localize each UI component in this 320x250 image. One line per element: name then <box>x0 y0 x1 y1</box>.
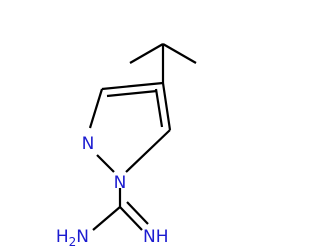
bond-c3-n2 <box>88 88 104 129</box>
bond-c4-c3-inner <box>106 89 158 98</box>
bond-amidine-carbon-nh-a <box>119 206 143 231</box>
bond-amidine-carbon-nh2 <box>92 206 121 231</box>
bond-isopropyl-right-methyl <box>162 43 197 64</box>
ring-nitrogen-label-top: N <box>82 134 95 154</box>
ring-nitrogen-label-bottom: N <box>114 173 127 193</box>
bond-n1-c5 <box>125 129 171 173</box>
bond-isopropyl-left-methyl <box>129 43 164 64</box>
bond-n2-n1 <box>96 154 115 173</box>
imine-nh-label: NH <box>143 227 169 247</box>
amine-nh2-label: H2N <box>56 227 89 249</box>
chemical-structure-diagram: N N H2N NH <box>56 43 197 249</box>
bond-amidine-carbon-nh-b <box>126 201 149 225</box>
bond-c4-c3 <box>101 81 164 91</box>
bond-c5-c4-inner <box>154 88 164 128</box>
bond-c5-c4 <box>161 82 172 131</box>
